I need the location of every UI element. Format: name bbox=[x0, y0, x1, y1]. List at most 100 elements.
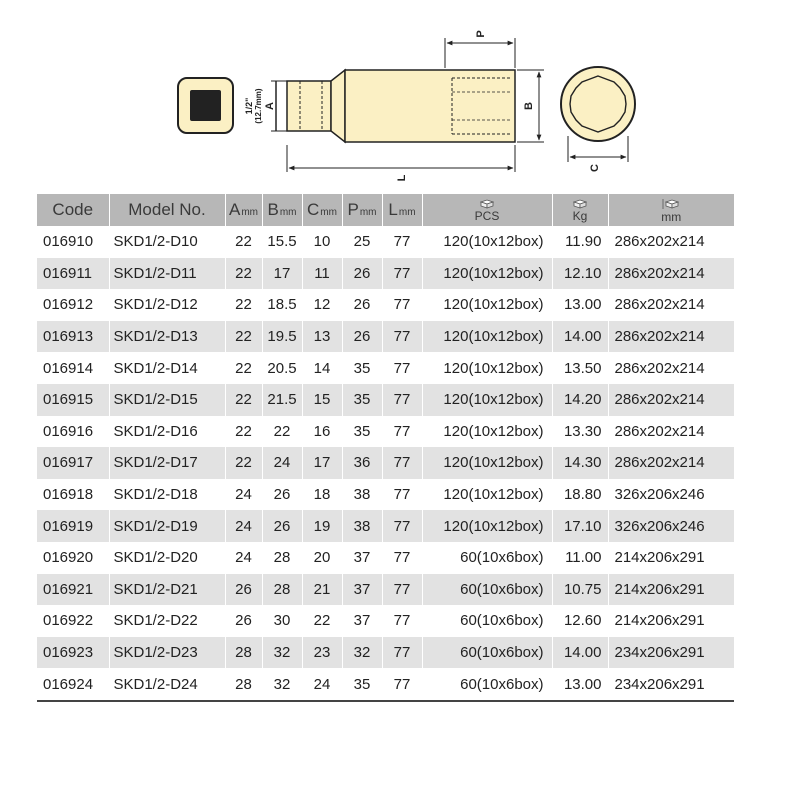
dim-p-label: P bbox=[475, 30, 487, 37]
cell-dimensions: 286x202x214 bbox=[607, 352, 734, 384]
cell-a: 22 bbox=[224, 447, 262, 479]
cell-c: 11 bbox=[301, 257, 342, 290]
cell-b: 32 bbox=[261, 668, 302, 702]
cell-c: 15 bbox=[301, 383, 342, 416]
cell-model: SKD1/2-D22 bbox=[108, 605, 225, 637]
dim-b-label: B bbox=[523, 102, 535, 110]
cell-kg: 11.90 bbox=[551, 226, 608, 258]
cell-p: 36 bbox=[341, 447, 382, 479]
cell-l: 77 bbox=[381, 447, 422, 479]
cell-a: 28 bbox=[224, 636, 262, 669]
cell-pcs: 120(10x12box) bbox=[421, 383, 552, 416]
cell-l: 77 bbox=[381, 510, 422, 542]
cell-c: 21 bbox=[301, 573, 342, 606]
cell-model: SKD1/2-D24 bbox=[108, 668, 225, 702]
cell-p: 25 bbox=[341, 226, 382, 258]
cell-p: 32 bbox=[341, 636, 382, 669]
cell-c: 14 bbox=[301, 352, 342, 384]
cell-model: SKD1/2-D12 bbox=[108, 289, 225, 321]
cell-a: 24 bbox=[224, 541, 262, 574]
cell-pcs: 60(10x6box) bbox=[421, 541, 552, 574]
cell-code: 016924 bbox=[37, 668, 109, 702]
cell-a: 22 bbox=[224, 352, 262, 384]
cell-dimensions: 286x202x214 bbox=[607, 415, 734, 448]
drive-size-bottom-label: (12.7mm) bbox=[254, 88, 263, 123]
dim-a-label: A bbox=[264, 102, 276, 110]
cell-a: 24 bbox=[224, 478, 262, 511]
cell-c: 18 bbox=[301, 478, 342, 511]
cell-dimensions: 214x206x291 bbox=[607, 573, 734, 606]
cell-b: 26 bbox=[261, 478, 302, 511]
cell-a: 26 bbox=[224, 573, 262, 606]
cell-p: 38 bbox=[341, 510, 382, 542]
cell-b: 30 bbox=[261, 605, 302, 637]
cell-code: 016917 bbox=[37, 447, 109, 479]
cell-pcs: 120(10x12box) bbox=[421, 478, 552, 511]
cell-kg: 14.20 bbox=[551, 383, 608, 416]
cell-pcs: 120(10x12box) bbox=[421, 320, 552, 353]
cell-a: 22 bbox=[224, 226, 262, 258]
cell-code: 016921 bbox=[37, 573, 109, 606]
cell-pcs: 120(10x12box) bbox=[421, 257, 552, 290]
cell-l: 77 bbox=[381, 226, 422, 258]
header-l: Lmm bbox=[381, 194, 422, 226]
cell-p: 35 bbox=[341, 383, 382, 416]
cell-pcs: 120(10x12box) bbox=[421, 415, 552, 448]
header-c: Cmm bbox=[301, 194, 342, 226]
cell-dimensions: 214x206x291 bbox=[607, 605, 734, 637]
cell-a: 22 bbox=[224, 415, 262, 448]
cell-kg: 13.00 bbox=[551, 289, 608, 321]
cell-a: 28 bbox=[224, 668, 262, 702]
cell-model: SKD1/2-D20 bbox=[108, 541, 225, 574]
cell-b: 15.5 bbox=[261, 226, 302, 258]
cell-code: 016923 bbox=[37, 636, 109, 669]
cell-b: 26 bbox=[261, 510, 302, 542]
cell-a: 24 bbox=[224, 510, 262, 542]
cell-p: 38 bbox=[341, 478, 382, 511]
cell-p: 26 bbox=[341, 320, 382, 353]
cell-p: 35 bbox=[341, 415, 382, 448]
cell-c: 13 bbox=[301, 320, 342, 353]
cell-b: 21.5 bbox=[261, 383, 302, 416]
header-pcs: PCS bbox=[421, 194, 552, 226]
cell-kg: 12.10 bbox=[551, 257, 608, 290]
table-header-row: Code Model No. Amm Bmm Cmm Pmm Lmm PCS bbox=[37, 194, 734, 226]
cell-b: 17 bbox=[261, 257, 302, 290]
header-model: Model No. bbox=[108, 194, 225, 226]
cell-code: 016915 bbox=[37, 383, 109, 416]
cell-b: 28 bbox=[261, 573, 302, 606]
cell-kg: 14.00 bbox=[551, 320, 608, 353]
box-icon bbox=[573, 199, 587, 209]
cell-c: 20 bbox=[301, 541, 342, 574]
cell-model: SKD1/2-D13 bbox=[108, 320, 225, 353]
cell-c: 22 bbox=[301, 605, 342, 637]
cell-a: 22 bbox=[224, 383, 262, 416]
dim-l-label: L bbox=[396, 174, 408, 181]
cell-dimensions: 214x206x291 bbox=[607, 541, 734, 574]
cell-kg: 13.00 bbox=[551, 668, 608, 702]
header-code: Code bbox=[37, 194, 109, 226]
cell-l: 77 bbox=[381, 320, 422, 353]
square-drive-view: 1/2" (12.7mm) bbox=[177, 77, 263, 134]
cell-code: 016922 bbox=[43, 612, 94, 630]
socket-side-view: A P B L bbox=[264, 30, 544, 181]
cell-dimensions: 286x202x214 bbox=[607, 320, 734, 353]
cell-kg: 12.60 bbox=[551, 605, 608, 637]
cell-pcs: 60(10x6box) bbox=[421, 636, 552, 669]
cell-l: 77 bbox=[381, 289, 422, 321]
drive-size-top-label: 1/2" bbox=[244, 98, 254, 115]
cell-b: 22 bbox=[261, 415, 302, 448]
cell-p: 35 bbox=[341, 668, 382, 702]
cell-model: SKD1/2-D15 bbox=[108, 383, 225, 416]
cell-c: 19 bbox=[301, 510, 342, 542]
cell-a: 22 bbox=[224, 257, 262, 290]
cell-l: 77 bbox=[381, 541, 422, 574]
